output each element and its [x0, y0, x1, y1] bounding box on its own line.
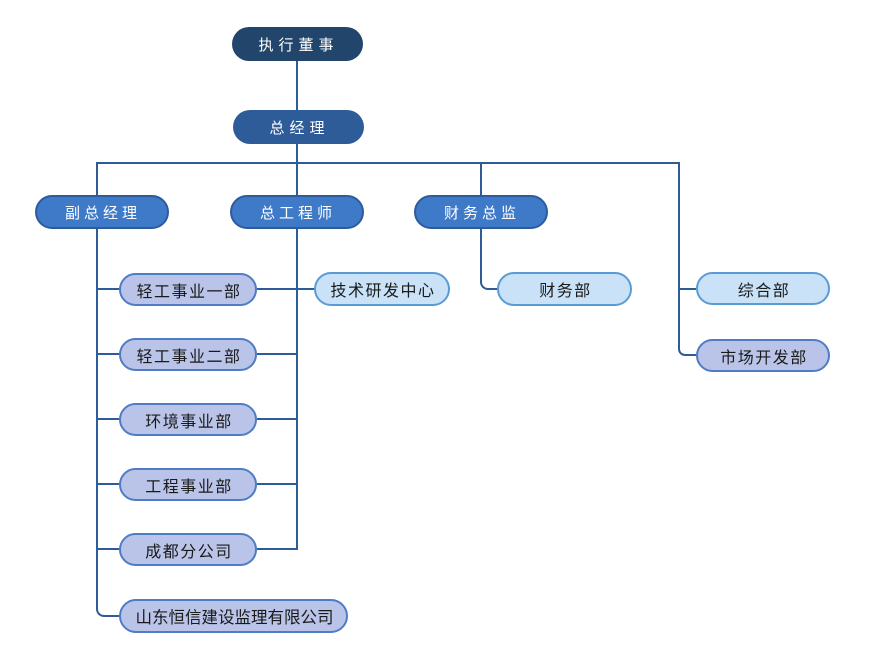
node-label: 总经理 [269, 119, 330, 137]
node-tech-rd-center: 技术研发中心 [314, 272, 450, 306]
node-environment-div: 环境事业部 [119, 403, 257, 436]
connector-line [679, 288, 696, 290]
node-label: 山东恒信建设监理有限公司 [135, 609, 334, 627]
node-general-affairs-dept: 综合部 [696, 272, 830, 305]
connector-elbow [480, 229, 500, 290]
node-general-manager: 总经理 [233, 110, 364, 144]
node-chengdu-branch: 成都分公司 [119, 533, 257, 566]
connector-line [97, 548, 120, 550]
node-label: 成都分公司 [145, 543, 233, 561]
connector-line [296, 144, 298, 164]
connector-line [296, 164, 298, 195]
node-label: 市场开发部 [720, 349, 808, 367]
connector-line [257, 418, 297, 420]
connector-line [480, 164, 482, 195]
node-label: 工程事业部 [145, 478, 233, 496]
connector-line [97, 353, 120, 355]
connector-line [96, 162, 680, 164]
connector-line [257, 288, 297, 290]
connector-elbow [678, 162, 696, 356]
connector-line [257, 548, 297, 550]
node-label: 环境事业部 [145, 413, 233, 431]
connector-elbow [96, 229, 120, 617]
node-label: 技术研发中心 [330, 283, 436, 300]
node-label: 总工程师 [259, 204, 336, 222]
node-finance-director: 财务总监 [414, 195, 548, 229]
node-shandong-hengxin: 山东恒信建设监理有限公司 [119, 599, 348, 633]
connector-line [296, 229, 298, 550]
node-market-dev-dept: 市场开发部 [696, 339, 830, 372]
connector-line [97, 288, 120, 290]
node-light-industry-div-1: 轻工事业一部 [119, 273, 257, 306]
node-label: 综合部 [737, 282, 791, 300]
connector-line [296, 60, 298, 110]
node-label: 财务总监 [443, 204, 520, 222]
node-label: 财务部 [539, 283, 592, 300]
connector-line [96, 164, 98, 195]
node-engineering-div: 工程事业部 [119, 468, 257, 501]
node-finance-dept: 财务部 [497, 272, 632, 306]
node-executive-director: 执行董事 [232, 27, 363, 61]
node-label: 轻工事业二部 [136, 348, 242, 366]
node-label: 执行董事 [258, 36, 339, 54]
node-deputy-general-manager: 副总经理 [35, 195, 169, 229]
node-light-industry-div-2: 轻工事业二部 [119, 338, 257, 371]
connector-line [257, 483, 297, 485]
node-label: 轻工事业一部 [136, 283, 242, 301]
connector-line [97, 418, 120, 420]
connector-line [97, 483, 120, 485]
node-chief-engineer: 总工程师 [230, 195, 364, 229]
node-label: 副总经理 [64, 204, 141, 222]
connector-line [257, 353, 297, 355]
connector-line [298, 288, 315, 290]
